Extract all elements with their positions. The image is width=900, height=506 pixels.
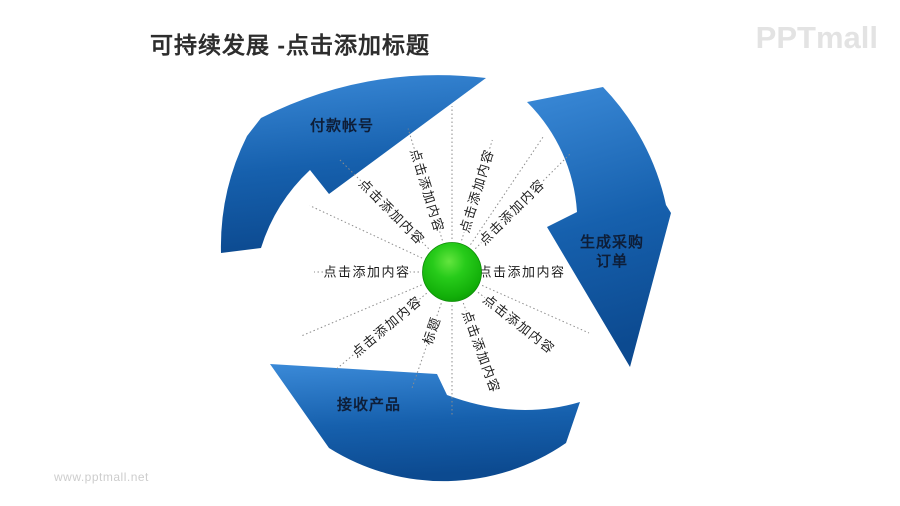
spoke-label[interactable]: 点击添加内容 xyxy=(457,306,505,397)
arrow-label-receive[interactable]: 接收产品 xyxy=(336,396,402,414)
spoke-line xyxy=(461,139,493,241)
spoke-label[interactable]: 点击添加内容 xyxy=(476,263,566,282)
spoke-line xyxy=(407,128,443,241)
spoke-label[interactable]: 点击添加内容 xyxy=(354,174,430,250)
spoke-label[interactable]: 点击添加内容 xyxy=(321,263,411,282)
pptmall-logo: PPTmall xyxy=(755,20,878,55)
cycle-arrow-payment[interactable] xyxy=(220,75,486,253)
page-title[interactable]: 可持续发展 -点击添加标题 xyxy=(150,32,431,58)
spoke-line xyxy=(474,152,572,250)
cycle-arrow-receive[interactable] xyxy=(270,364,580,482)
arrow-label-purchase-order-line1: 生成采购 xyxy=(579,234,645,251)
spoke-line xyxy=(338,158,430,250)
spoke-line xyxy=(410,303,442,391)
spoke-label[interactable]: 点击添加内容 xyxy=(474,174,550,250)
cycle-arrow-purchase-order[interactable] xyxy=(527,87,671,367)
spoke-line xyxy=(470,136,544,245)
center-circle[interactable] xyxy=(422,242,482,302)
cycle-arrows xyxy=(220,75,671,482)
spoke-label[interactable]: 点击添加内容 xyxy=(347,291,427,362)
arrow-label-purchase-order[interactable]: 生成采购 订单 xyxy=(580,233,644,271)
arrow-label-purchase-order-line2: 订单 xyxy=(595,253,629,270)
arrow-label-payment[interactable]: 付款帐号 xyxy=(309,117,375,135)
spoke-line xyxy=(309,205,423,259)
watermark: www.pptmall.net xyxy=(54,470,149,484)
spoke-label[interactable]: 标题 xyxy=(418,312,446,348)
